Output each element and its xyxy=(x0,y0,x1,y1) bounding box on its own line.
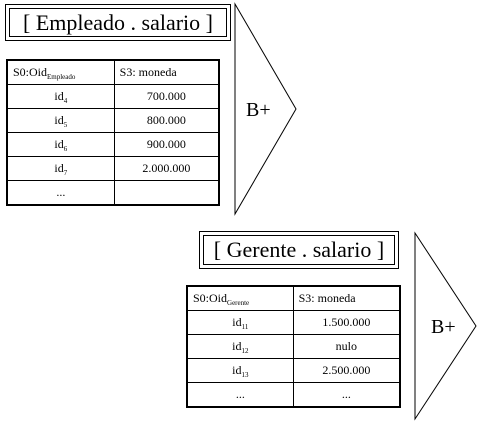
table-row: id6 900.000 xyxy=(6,132,220,157)
table-header-row: S0:OidGerente S3: moneda xyxy=(186,285,401,311)
oid-cell: id13 xyxy=(186,358,294,383)
oid-cell: id12 xyxy=(186,334,294,359)
b-plus-arrow-2: B+ xyxy=(414,231,477,421)
oid-cell: ... xyxy=(6,180,115,206)
oid-cell: id5 xyxy=(6,108,115,133)
header-moneda: S3: moneda xyxy=(292,285,401,311)
value-cell: 900.000 xyxy=(113,132,220,157)
value-cell: nulo xyxy=(292,334,401,359)
table-header-row: S0:OidEmpleado S3: moneda xyxy=(6,59,220,85)
oid-cell: id11 xyxy=(186,310,294,335)
header-oid: S0:OidGerente xyxy=(186,285,294,311)
value-cell: ... xyxy=(292,382,401,408)
header-moneda: S3: moneda xyxy=(113,59,220,85)
value-cell: 1.500.000 xyxy=(292,310,401,335)
value-cell xyxy=(113,180,220,206)
value-cell: 800.000 xyxy=(113,108,220,133)
oid-cell: id7 xyxy=(6,156,115,181)
table-row: id4 700.000 xyxy=(6,84,220,109)
arrow-label: B+ xyxy=(431,316,456,338)
block-2-table: S0:OidGerente S3: moneda id11 1.500.000 … xyxy=(186,285,401,408)
table-row: id13 2.500.000 xyxy=(186,358,401,383)
b-plus-arrow-1: B+ xyxy=(234,2,297,216)
header-oid: S0:OidEmpleado xyxy=(6,59,115,85)
arrow-shape xyxy=(234,2,297,216)
oid-cell: ... xyxy=(186,382,294,408)
table-row: ... xyxy=(6,180,220,206)
oid-cell: id6 xyxy=(6,132,115,157)
value-cell: 2.500.000 xyxy=(292,358,401,383)
table-row: ... ... xyxy=(186,382,401,408)
table-row: id12 nulo xyxy=(186,334,401,359)
oid-cell: id4 xyxy=(6,84,115,109)
table-row: id5 800.000 xyxy=(6,108,220,133)
block-1-title: [ Empleado . salario ] xyxy=(5,4,231,41)
table-row: id11 1.500.000 xyxy=(186,310,401,335)
arrow-shape xyxy=(414,231,477,421)
value-cell: 700.000 xyxy=(113,84,220,109)
value-cell: 2.000.000 xyxy=(113,156,220,181)
block-2-title: [ Gerente . salario ] xyxy=(199,231,399,269)
block-1-table: S0:OidEmpleado S3: moneda id4 700.000 id… xyxy=(6,59,220,206)
table-row: id7 2.000.000 xyxy=(6,156,220,181)
arrow-label: B+ xyxy=(246,99,271,121)
